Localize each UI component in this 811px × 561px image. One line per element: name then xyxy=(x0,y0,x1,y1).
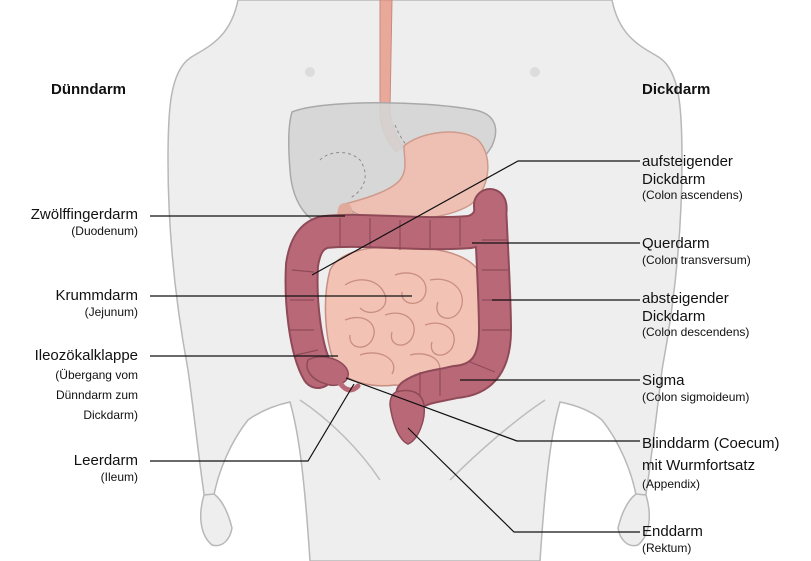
label-ileocecal-valve: Ileozökalklappe (Übergang vom Dünndarm z… xyxy=(35,347,138,426)
label-ileum-name: Leerdarm xyxy=(74,452,138,470)
label-rectum-latin: (Rektum) xyxy=(642,541,703,555)
label-sigma: Sigma (Colon sigmoideum) xyxy=(642,372,749,404)
label-rectum: Enddarm (Rektum) xyxy=(642,523,703,555)
label-caecum: Blinddarm (Coecum) mit Wurmfortsatz (App… xyxy=(642,433,780,491)
label-ileocecal-valve-name: Ileozökalklappe xyxy=(35,347,138,365)
label-colon-ascendens: aufsteigender Dickdarm (Colon ascendens) xyxy=(642,153,743,203)
label-jejunum-name: Krummdarm xyxy=(55,287,138,305)
label-colon-ascendens-name: aufsteigender Dickdarm xyxy=(642,153,743,188)
label-ileum: Leerdarm (Ileum) xyxy=(74,452,138,484)
label-ileum-latin: (Ileum) xyxy=(74,470,138,484)
nipple-right xyxy=(530,67,540,77)
left-hand xyxy=(201,494,232,546)
label-sigma-name: Sigma xyxy=(642,372,749,390)
label-colon-descendens-latin: (Colon descendens) xyxy=(642,325,749,339)
label-colon-transversum-latin: (Colon transversum) xyxy=(642,253,751,267)
label-colon-ascendens-latin: (Colon ascendens) xyxy=(642,188,743,202)
label-colon-transversum-name: Querdarm xyxy=(642,235,751,253)
label-duodenum-latin: (Duodenum) xyxy=(31,224,138,238)
label-jejunum-latin: (Jejunum) xyxy=(55,305,138,319)
label-duodenum: Zwölffingerdarm (Duodenum) xyxy=(31,206,138,238)
heading-small-intestine: Dünndarm xyxy=(51,81,126,98)
label-sigma-latin: (Colon sigmoideum) xyxy=(642,390,749,404)
label-ileocecal-valve-latin: (Übergang vom Dünndarm zum Dickdarm) xyxy=(35,365,138,426)
label-rectum-name: Enddarm xyxy=(642,523,703,541)
label-duodenum-name: Zwölffingerdarm xyxy=(31,206,138,224)
label-jejunum: Krummdarm (Jejunum) xyxy=(55,287,138,319)
label-caecum-latin: (Appendix) xyxy=(642,477,780,491)
label-colon-descendens-name: absteigender Dickdarm xyxy=(642,290,749,325)
nipple-left xyxy=(305,67,315,77)
label-caecum-name: Blinddarm (Coecum) mit Wurmfortsatz xyxy=(642,433,780,477)
label-colon-descendens: absteigender Dickdarm (Colon descendens) xyxy=(642,290,749,340)
label-colon-transversum: Querdarm (Colon transversum) xyxy=(642,235,751,267)
heading-large-intestine: Dickdarm xyxy=(642,81,710,98)
